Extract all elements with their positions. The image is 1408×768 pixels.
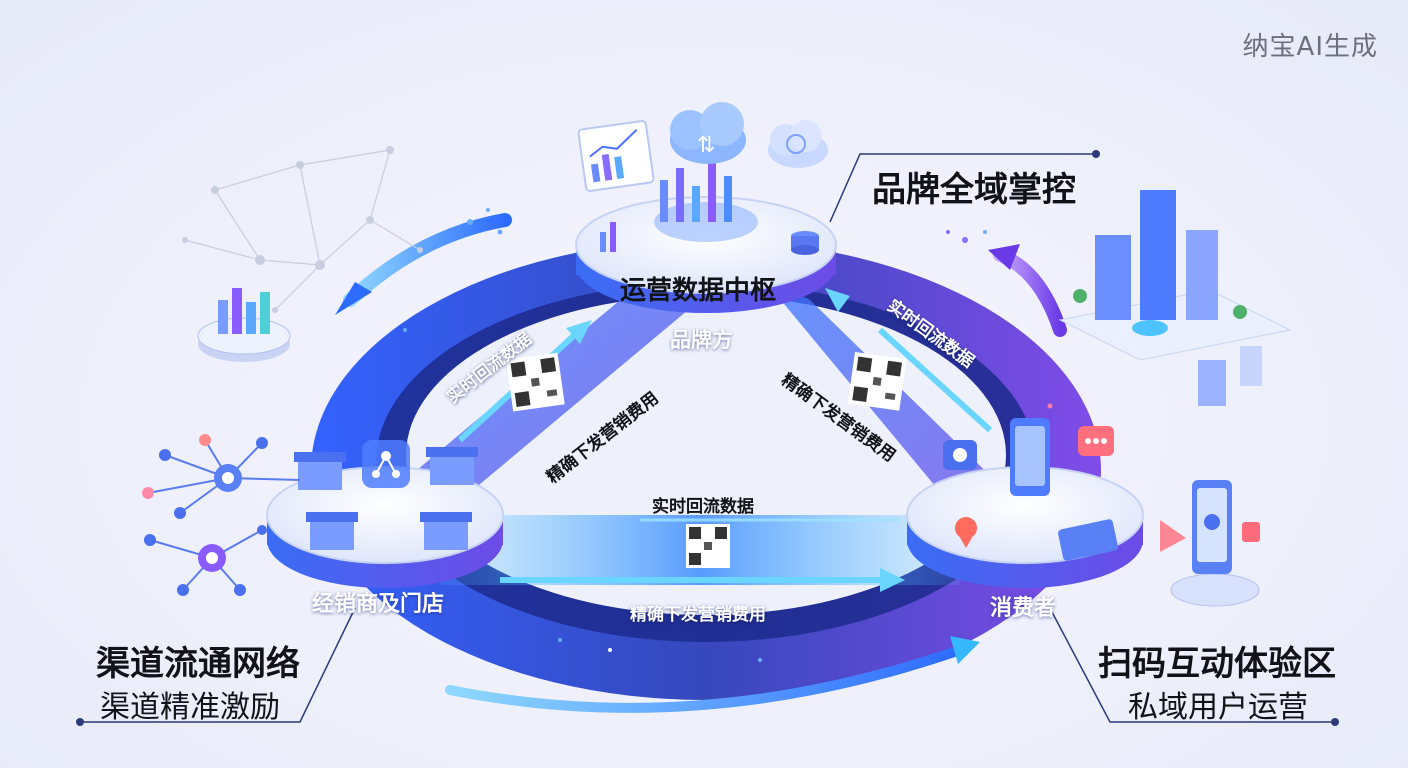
location-pin-icon <box>955 517 977 548</box>
store-icon-3 <box>306 512 358 550</box>
dashboard-chart-icon <box>577 120 655 192</box>
arc-arrow-bottom <box>445 645 965 713</box>
store-icon-1 <box>294 452 346 490</box>
watermark: 纳宝AI生成 <box>1242 32 1378 62</box>
hub-platform <box>575 160 837 313</box>
tablet-icon <box>1058 519 1118 561</box>
corner-title-top-right: 品牌全域掌控 <box>872 170 1076 210</box>
sparkle-particles <box>403 208 1053 662</box>
qr-code-left <box>506 352 565 412</box>
corner-subtitle-bottom-right: 私域用户运营 <box>1128 690 1308 725</box>
network-nodes-top-left <box>182 146 423 313</box>
database-icon <box>791 231 819 255</box>
cloud-sync-icon: ⇅ <box>670 102 746 164</box>
bar-pedestal-icon <box>197 288 291 362</box>
smartphone-icon <box>1010 418 1050 496</box>
qr-code-right <box>847 352 907 411</box>
consumer-label: 消费者 <box>990 596 1057 621</box>
phone-pedestal-icon <box>1160 480 1260 607</box>
dealer-label: 经销商及门店 <box>312 592 445 617</box>
connector-bottom-left <box>80 607 356 723</box>
svg-text:⇅: ⇅ <box>697 133 715 158</box>
connector-top-right <box>829 153 1096 223</box>
city-buildings-icon <box>1058 190 1292 406</box>
hub-title: 运营数据中枢 <box>620 276 777 306</box>
network-graph-top-left <box>184 149 421 311</box>
cloud-refresh-icon <box>768 120 828 168</box>
corner-subtitle-bottom-left: 渠道精准激励 <box>100 690 280 725</box>
flow-label-bottom-up: 实时回流数据 <box>652 497 754 517</box>
arc-arrow-top-left <box>343 213 512 307</box>
qr-code-bottom <box>686 524 730 568</box>
hub-role-label: 品牌方 <box>670 328 733 352</box>
connector-bottom-right <box>1051 611 1335 723</box>
network-hub-icon <box>362 440 410 488</box>
bar-chart-mini-icon <box>600 222 616 252</box>
corner-title-bottom-left: 渠道流通网络 <box>96 644 300 684</box>
store-icon-4 <box>420 512 472 550</box>
store-icon-2 <box>426 447 478 485</box>
channel-network-nodes <box>142 434 268 596</box>
flow-label-bottom-down: 精确下发营销费用 <box>630 605 766 625</box>
message-icon <box>943 440 977 470</box>
corner-title-bottom-right: 扫码互动体验区 <box>1098 644 1336 684</box>
chat-bubble-icon <box>1078 426 1114 456</box>
